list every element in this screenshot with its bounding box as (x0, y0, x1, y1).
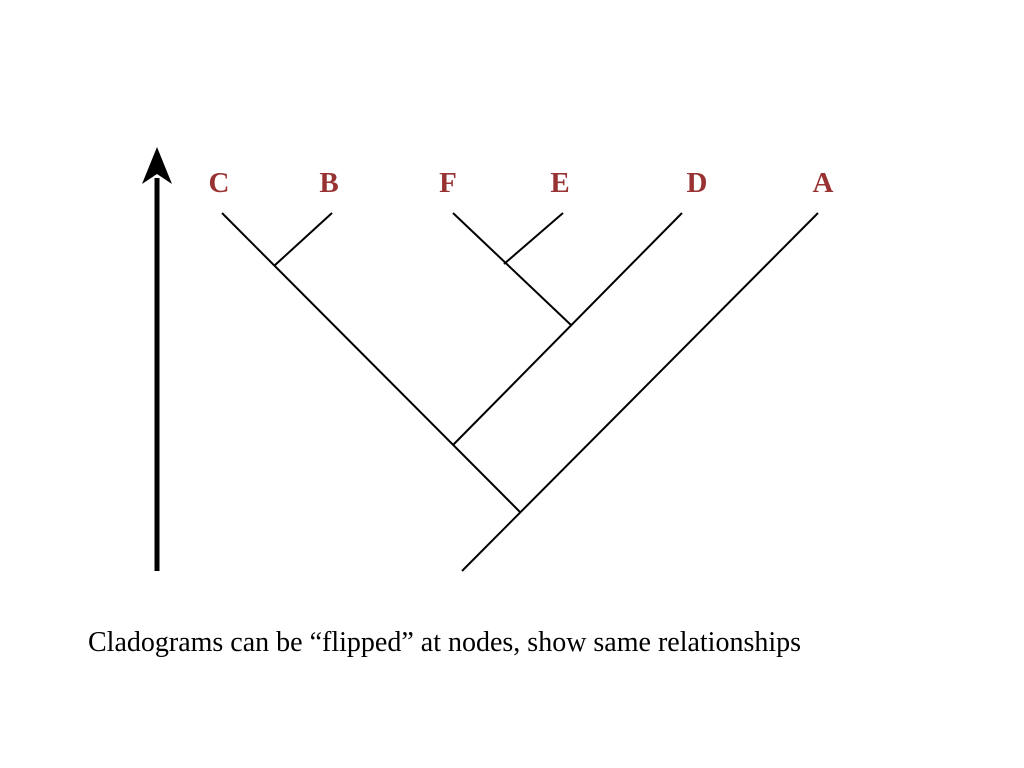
branch-to-d (452, 212, 683, 446)
branch-to-e (503, 212, 564, 265)
taxon-label-c: C (209, 167, 230, 199)
branch-to-f (452, 212, 572, 326)
taxon-label-b: B (319, 167, 338, 199)
cladogram-branches (221, 212, 819, 572)
branch-to-b (273, 212, 333, 267)
taxon-label-d: D (687, 167, 708, 199)
taxon-label-f: F (439, 167, 457, 199)
branch-root-to-a (461, 212, 819, 572)
caption-text: Cladograms can be “flipped” at nodes, sh… (88, 627, 802, 658)
time-arrow-icon (142, 147, 172, 571)
branch-to-c (221, 212, 521, 513)
taxon-label-a: A (813, 167, 834, 199)
time-arrow-head (142, 147, 172, 184)
taxon-label-e: E (550, 167, 569, 199)
